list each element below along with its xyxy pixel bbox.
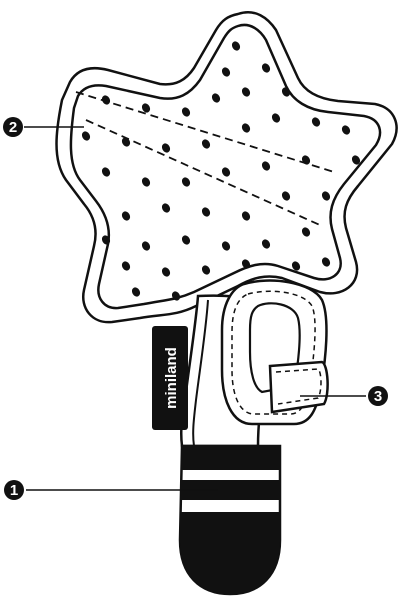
velcro-strap xyxy=(222,281,328,424)
star-plush xyxy=(57,12,397,322)
callout-3-number: 3 xyxy=(374,388,382,405)
callout-1-number: 1 xyxy=(10,482,18,499)
brand-tag-label: miniland xyxy=(163,347,180,409)
star-inner-outline xyxy=(71,25,380,308)
brand-tag: miniland xyxy=(152,326,188,430)
handle xyxy=(180,446,280,594)
handle-stripe-top xyxy=(182,446,280,470)
callout-2-number: 2 xyxy=(9,119,17,136)
